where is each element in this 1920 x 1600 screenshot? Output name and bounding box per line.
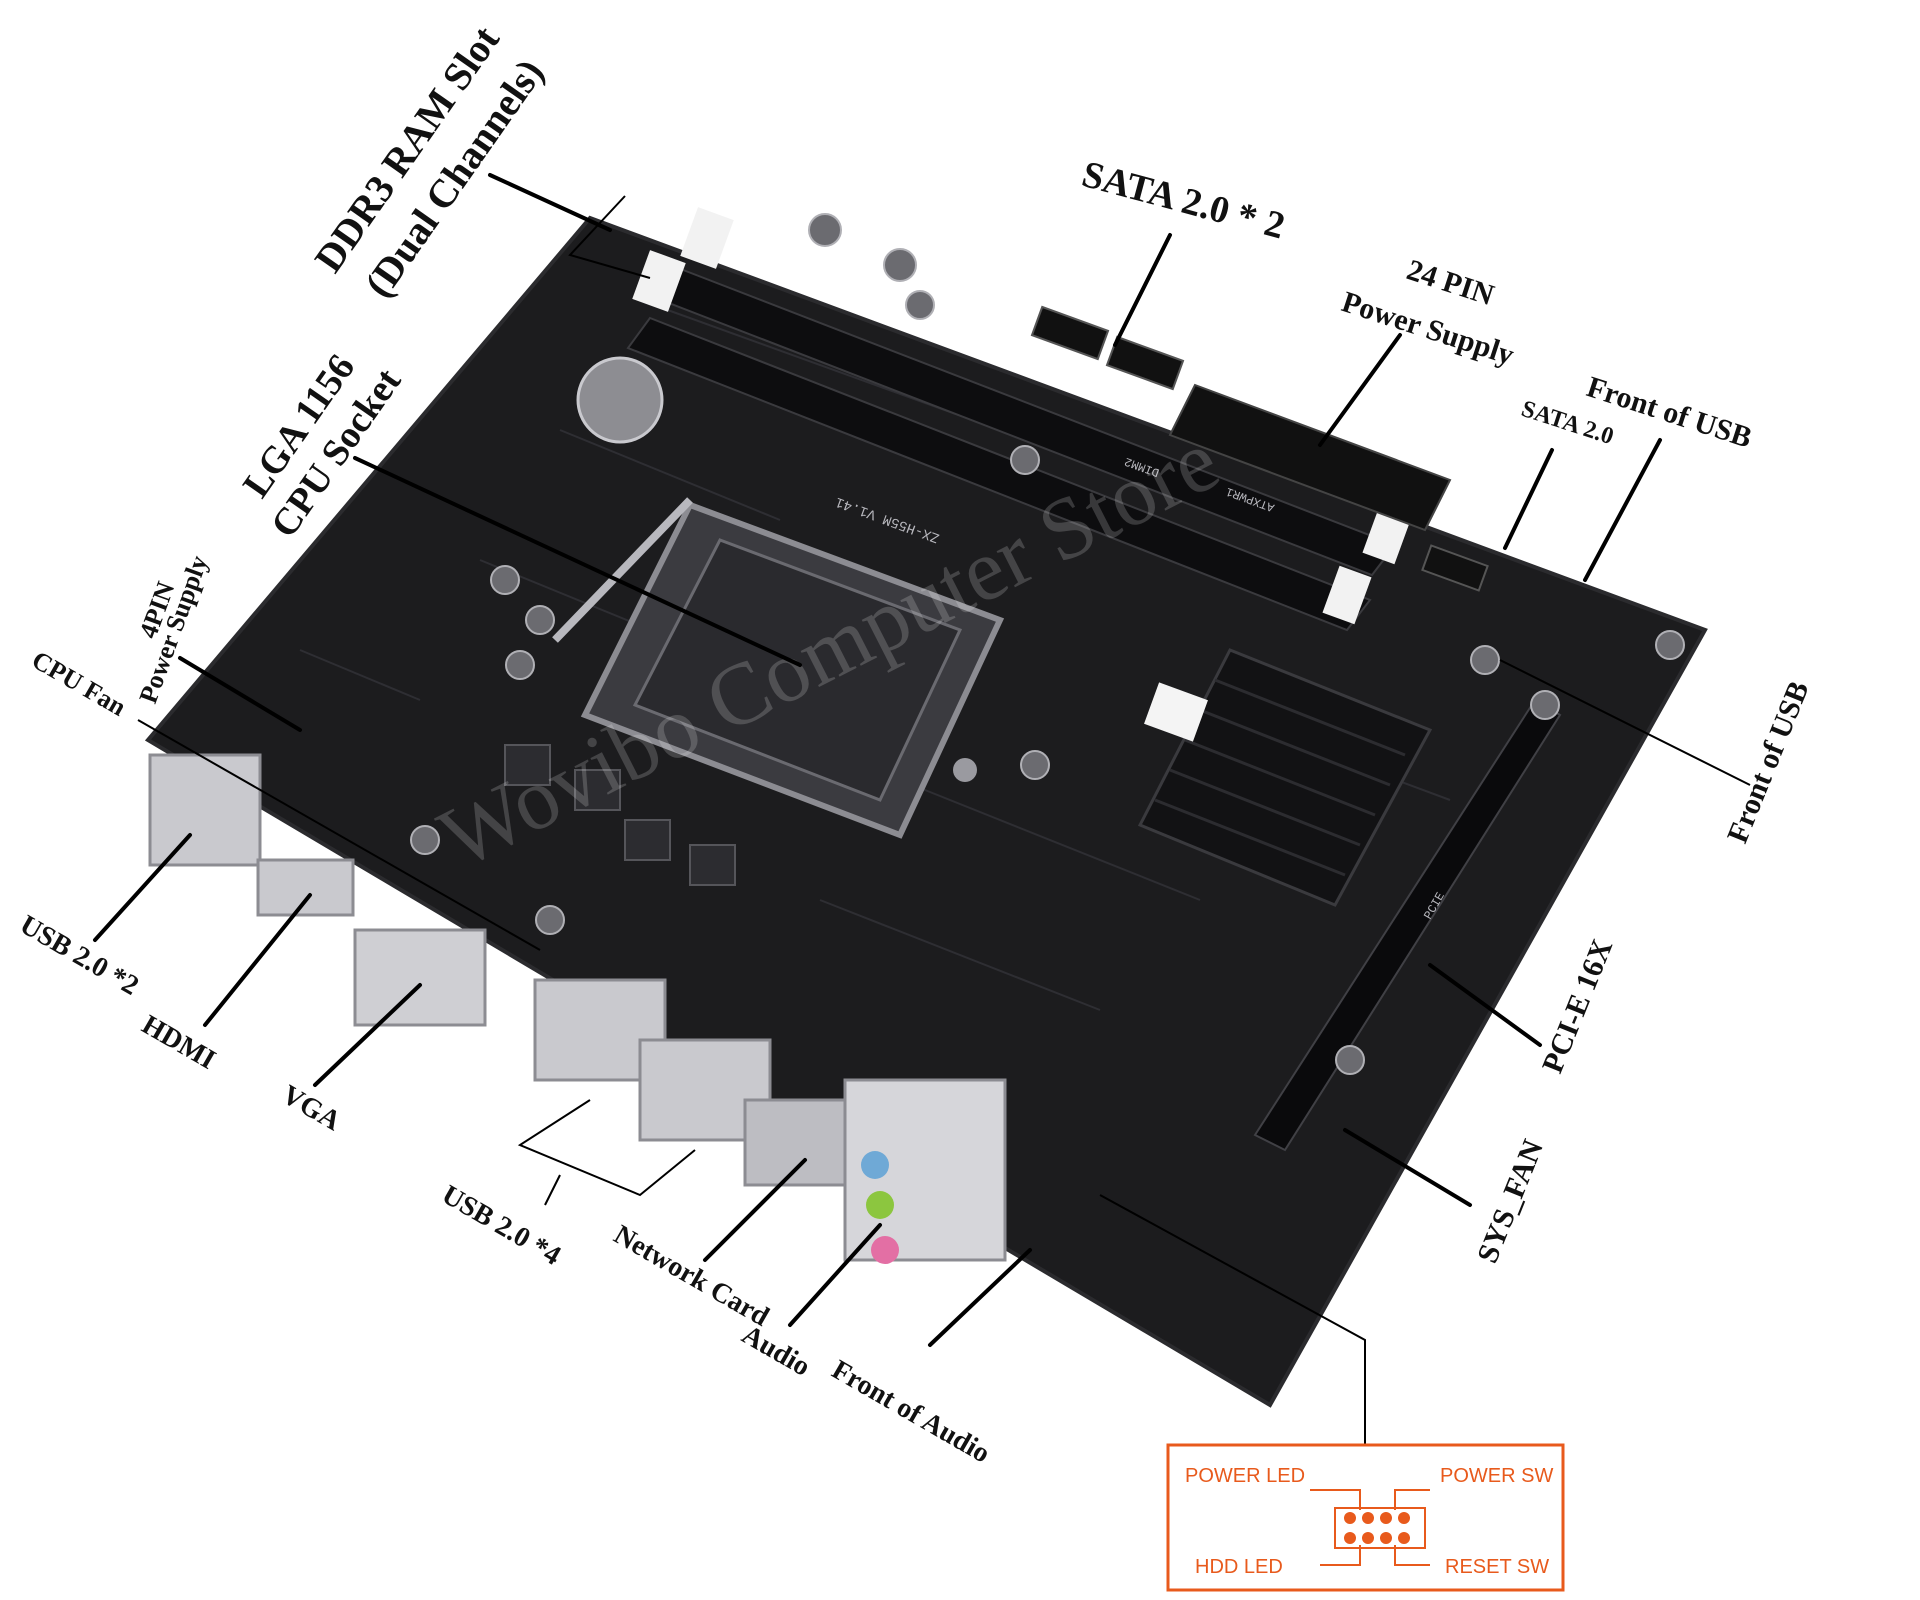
socket-lever bbox=[552, 497, 693, 643]
sata-connector-2 bbox=[1105, 335, 1185, 391]
line-cpu-fan bbox=[137, 719, 541, 951]
label-front-usb-right: Front of USB bbox=[1721, 677, 1816, 848]
vga-port bbox=[353, 928, 487, 1027]
label-pcie-16x: PCI-E 16X bbox=[1536, 934, 1619, 1077]
label-audio: Audio bbox=[737, 1319, 816, 1382]
line-front-usb-top bbox=[1583, 438, 1662, 582]
label-sata-2x2: SATA 2.0 * 2 bbox=[1078, 153, 1289, 247]
line-audio bbox=[788, 1223, 882, 1327]
bracket-ddr3 bbox=[568, 195, 651, 279]
cmos-battery bbox=[576, 356, 664, 444]
line-front-panel bbox=[1099, 1194, 1366, 1445]
cpu-socket bbox=[552, 497, 1005, 839]
callout-lines bbox=[93, 173, 1751, 1445]
label-reset-sw: RESET SW bbox=[1445, 1556, 1549, 1578]
socket-screw bbox=[953, 758, 977, 782]
line-usb2x2 bbox=[93, 833, 192, 942]
line-front-usb-right bbox=[1499, 659, 1751, 786]
label-usb2x4: USB 2.0 *4 bbox=[437, 1179, 566, 1272]
label-hdd-led: HDD LED bbox=[1195, 1556, 1283, 1578]
label-network-card: Network Card bbox=[609, 1219, 775, 1333]
label-cpu-fan: CPU Fan bbox=[27, 645, 131, 722]
capacitors bbox=[410, 213, 1685, 1075]
line-24pin bbox=[1318, 333, 1402, 447]
usb-port-stack-left bbox=[148, 753, 262, 867]
ram-latch-bottom-2 bbox=[1322, 565, 1372, 625]
line-ddr3 bbox=[488, 173, 612, 232]
line-sys-fan bbox=[1343, 1128, 1472, 1207]
motherboard: ZX-H55M V1.41 DIMM2 ATXPWR1 PCIE Wovibo … bbox=[144, 207, 1708, 1408]
audio-line-in-jack bbox=[861, 1151, 889, 1179]
label-vga: VGA bbox=[277, 1079, 347, 1137]
line-lga bbox=[353, 456, 802, 667]
ddr3-slots bbox=[626, 207, 1412, 632]
label-power-sw: POWER SW bbox=[1440, 1465, 1553, 1487]
rear-io bbox=[148, 753, 1007, 1264]
line-vga bbox=[313, 983, 422, 1087]
sata-connector-1 bbox=[1030, 305, 1110, 361]
label-24pin-line1: 24 PIN bbox=[1403, 253, 1498, 312]
chokes bbox=[504, 744, 736, 886]
line-usb2x4 bbox=[544, 1174, 561, 1206]
line-sata2 bbox=[1503, 448, 1554, 550]
line-network bbox=[703, 1158, 807, 1262]
front-panel-inset: POWER LED POWER SW HDD LED RESET SW bbox=[1166, 1443, 1565, 1592]
audio-line-out-jack bbox=[866, 1191, 894, 1219]
audio-mic-jack bbox=[871, 1236, 899, 1264]
sata-connector-3 bbox=[1421, 544, 1489, 592]
front-panel-wiring bbox=[1310, 1489, 1430, 1566]
qr-code-sticker bbox=[1144, 682, 1208, 742]
label-sys-fan: SYS_FAN bbox=[1471, 1135, 1550, 1268]
ram-latch-top bbox=[680, 207, 734, 269]
hdmi-port bbox=[256, 858, 355, 917]
atx-24pin-connector bbox=[1168, 383, 1452, 532]
line-front-audio bbox=[928, 1248, 1032, 1347]
line-pcie bbox=[1428, 963, 1542, 1047]
line-sata-2x2 bbox=[1113, 233, 1172, 347]
ram-latch-top-2 bbox=[632, 250, 686, 312]
chipset-heatsink bbox=[1137, 648, 1433, 907]
line-4pin bbox=[178, 656, 302, 732]
label-usb2x2: USB 2.0 *2 bbox=[15, 909, 144, 1002]
label-front-audio: Front of Audio bbox=[827, 1354, 996, 1469]
line-hdmi bbox=[203, 893, 312, 1027]
front-panel-pins bbox=[1344, 1512, 1410, 1544]
bracket-usb2x4 bbox=[517, 1099, 696, 1197]
label-power-led: POWER LED bbox=[1185, 1465, 1305, 1487]
